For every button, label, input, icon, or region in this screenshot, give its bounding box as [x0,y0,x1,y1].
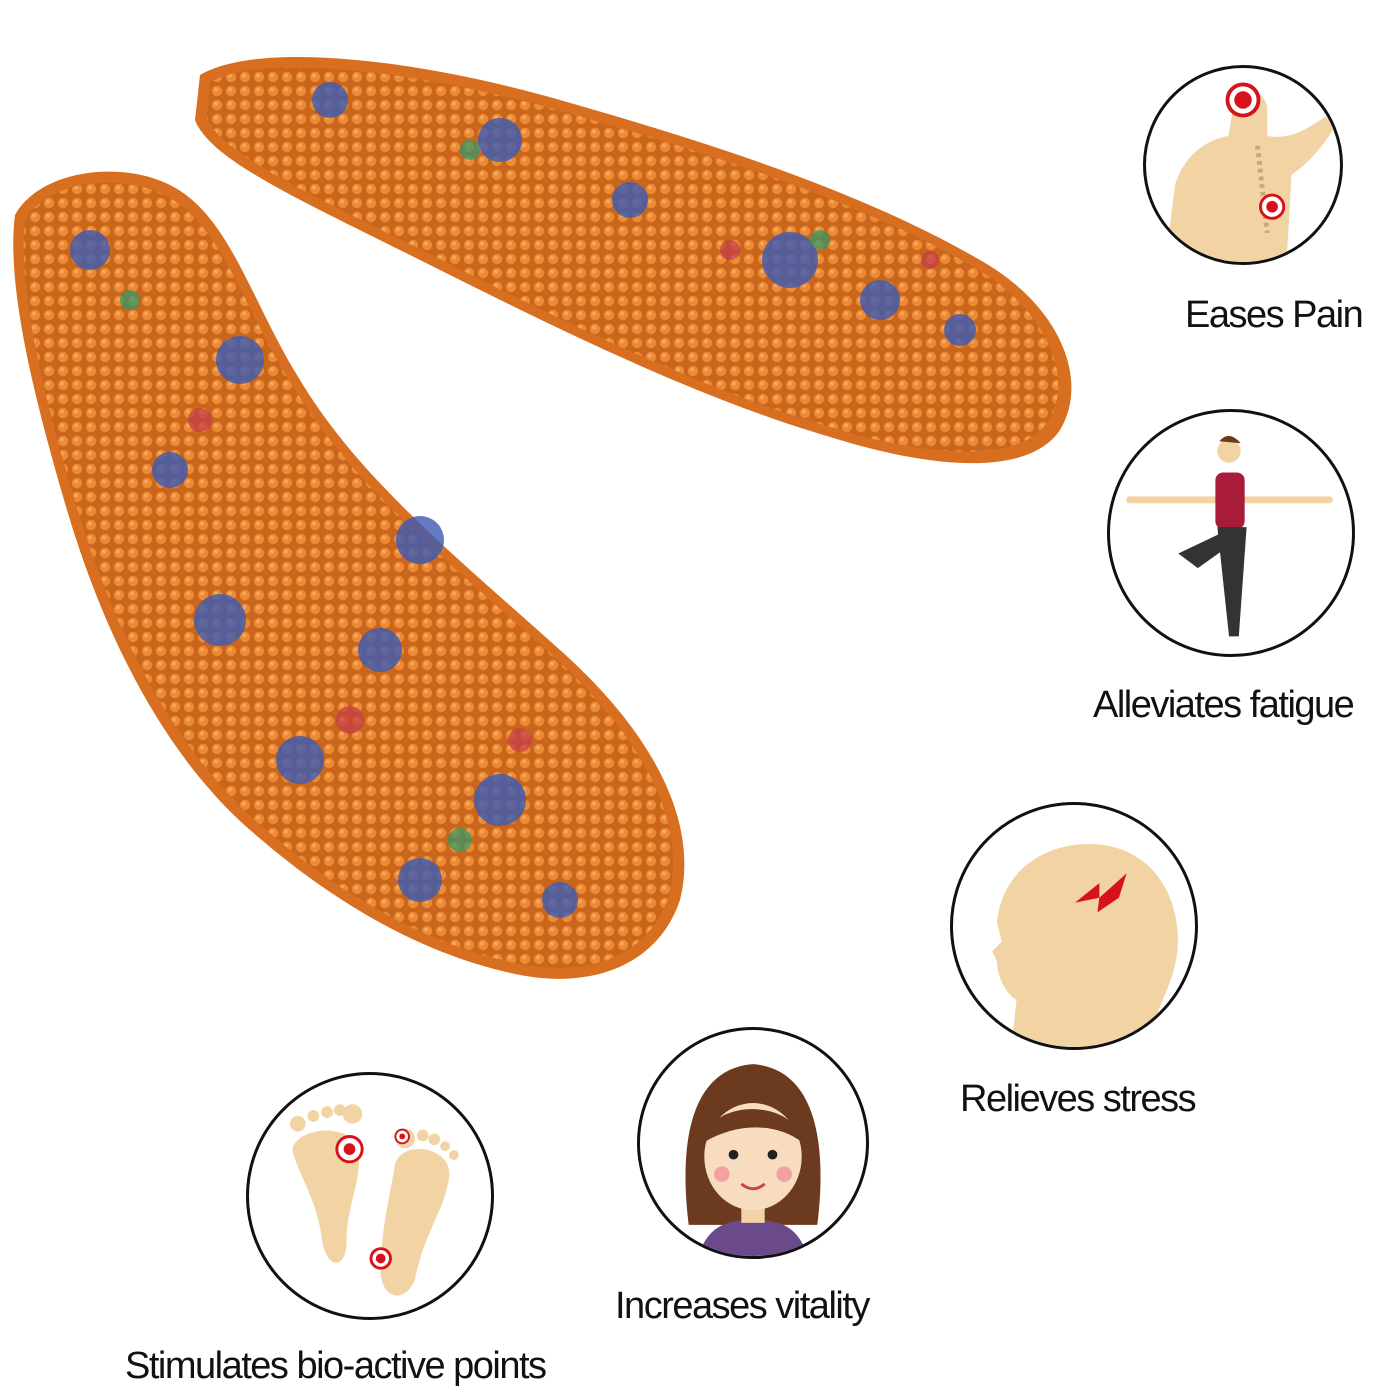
back-pain-icon [1165,82,1336,262]
yoga-badge [1107,409,1355,657]
foot-points-badge [246,1072,494,1320]
foot-points-icon [289,1104,459,1296]
benefit-label-stimulates-points: Stimulates bio-active points [125,1345,547,1387]
stress-badge [950,802,1198,1050]
vitality-badge [637,1027,869,1259]
top-insole [195,56,1072,464]
back-pain-badge [1143,65,1343,265]
benefit-label-relieves-stress: Relieves stress [960,1078,1197,1120]
yoga-pose-icon [1126,435,1333,637]
head-stress-icon [992,844,1178,1047]
benefit-label-alleviates-fatigue: Alleviates fatigue [1093,684,1355,726]
left-insole [13,171,685,979]
smiling-girl-icon [685,1064,821,1256]
benefit-label-increases-vitality: Increases vitality [615,1285,870,1327]
benefit-label-eases-pain: Eases Pain [1185,294,1364,336]
